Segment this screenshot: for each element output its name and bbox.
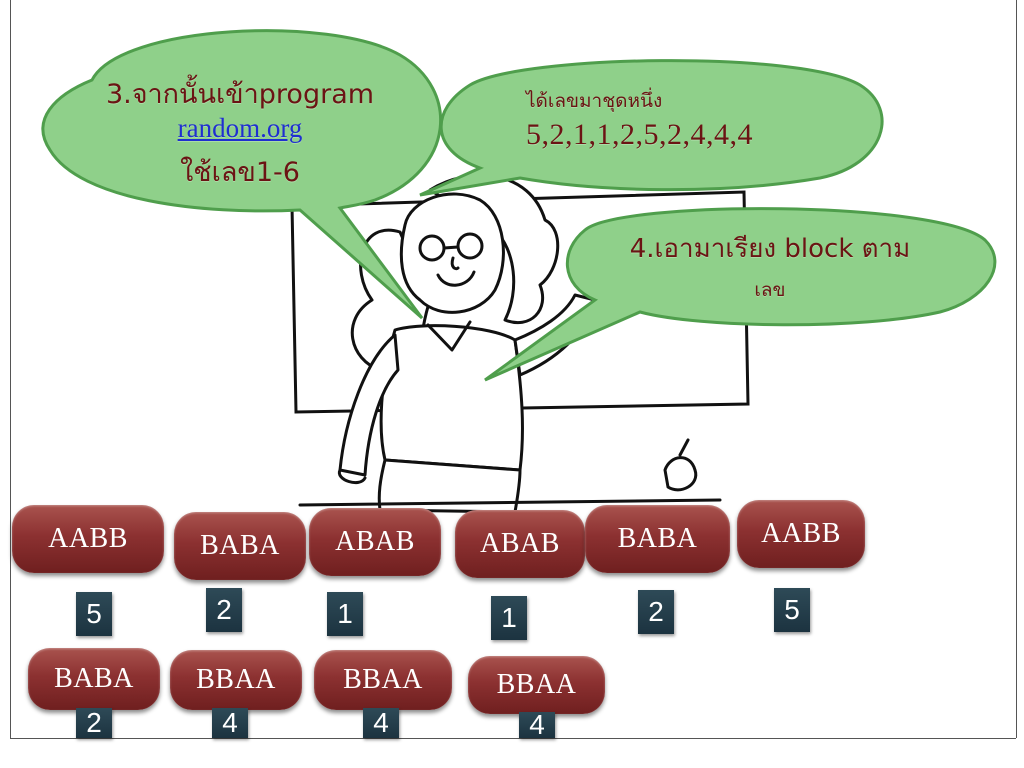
bubble-step3-line1: 3.จากนั้นเข้าprogram — [105, 79, 375, 110]
number-row2-2: 4 — [212, 707, 248, 738]
number-row2-1: 2 — [76, 707, 112, 738]
bubble-step3 — [41, 29, 443, 320]
block-row1-3: ABAB — [309, 508, 441, 576]
bubble-step4 — [484, 207, 997, 382]
block-row2-2: BBAA — [170, 650, 302, 710]
random-org-link[interactable]: random.org — [177, 113, 303, 143]
number-row2-3: 4 — [363, 707, 399, 738]
bubble-step4-line2: เลข — [754, 279, 786, 301]
number-row2-4: 4 — [519, 709, 555, 740]
block-row2-1: BABA — [28, 648, 160, 710]
bubble-result-line1: ได้เลขมาชุดหนึ่ง — [526, 90, 663, 112]
number-row1-1: 5 — [76, 592, 112, 636]
block-row1-2: BABA — [174, 512, 306, 580]
block-row1-5: BABA — [585, 505, 730, 573]
number-row1-6: 5 — [774, 588, 810, 632]
bubble-step4-line1: 4.เอามาเรียง block ตาม — [629, 234, 911, 264]
block-row1-6: AABB — [737, 500, 865, 568]
block-row1-1: AABB — [12, 505, 164, 573]
bubble-result — [419, 59, 884, 197]
number-row1-2: 2 — [206, 588, 242, 632]
chalkboard — [290, 190, 750, 414]
bubble-step3-line3: ใช้เลข1-6 — [180, 157, 300, 188]
number-row1-3: 1 — [327, 592, 363, 636]
frame-right-border — [1016, 0, 1017, 738]
frame-bottom-border — [10, 738, 1016, 739]
block-row1-4: ABAB — [455, 510, 585, 578]
number-row1-4: 1 — [491, 596, 527, 640]
block-row2-3: BBAA — [314, 650, 452, 710]
frame-left-border — [10, 0, 11, 738]
bubble-result-sequence: 5,2,1,1,2,5,2,4,4,4 — [526, 118, 753, 151]
block-row2-4: BBAA — [468, 656, 605, 714]
number-row1-5: 2 — [638, 590, 674, 634]
